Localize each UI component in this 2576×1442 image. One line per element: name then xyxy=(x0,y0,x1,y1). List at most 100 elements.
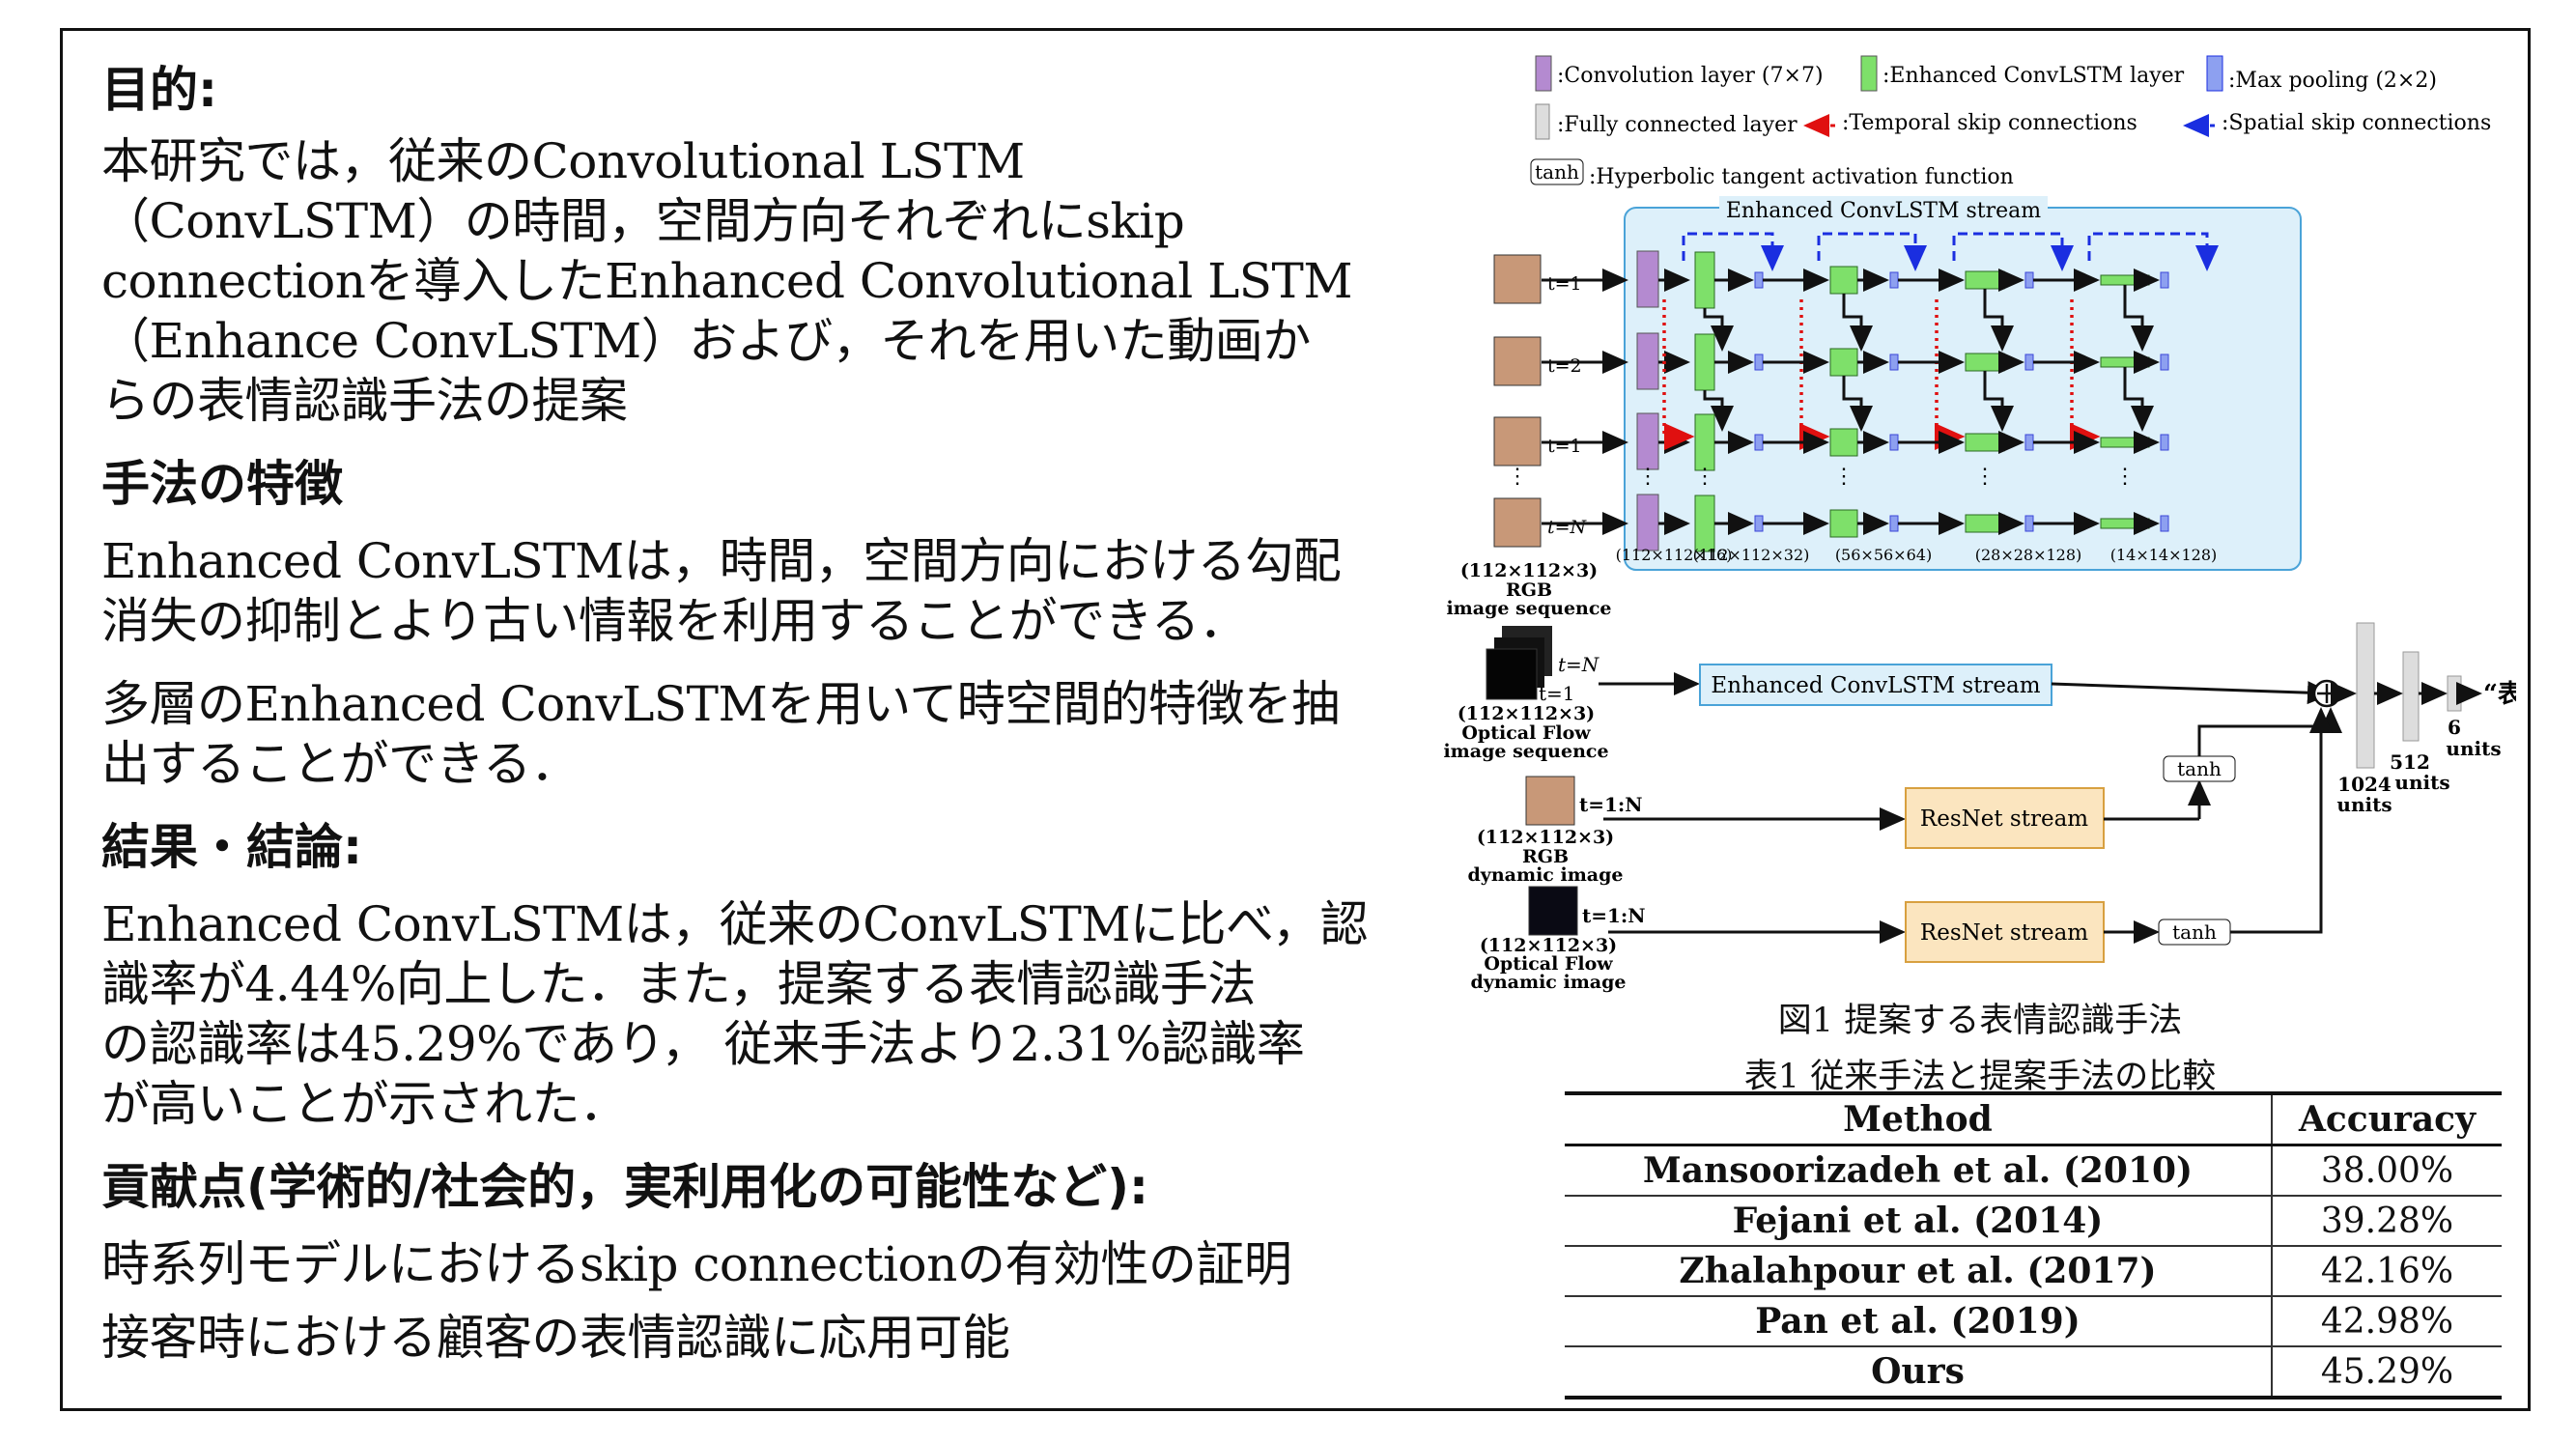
rgb-seq-dims: (112×112×3) xyxy=(1460,560,1598,581)
fc-6 xyxy=(2447,675,2462,712)
method-heading: 手法の特徴 xyxy=(101,456,343,512)
temporal-arrow xyxy=(2123,285,2154,352)
row-method: Fejani et al. (2014) xyxy=(1565,1196,2273,1247)
ellipsis: ⋮ xyxy=(1637,465,1658,489)
dims-label: (112×112×16) xyxy=(1616,546,1733,564)
max-pool xyxy=(1754,271,1764,289)
figure-caption: 図1 提案する表情認識手法 xyxy=(1777,1002,2183,1040)
flow-seq-t-end: t=N xyxy=(1558,653,1600,676)
conv-layer xyxy=(1636,494,1659,551)
architecture-diagram: :Convolution layer (7×7) :Enhanced ConvL… xyxy=(1444,55,2516,993)
temporal-skip-arrow xyxy=(1662,299,1695,450)
enhanced-convlstm-layer xyxy=(1694,495,1715,552)
temporal-arrow xyxy=(1983,371,2014,432)
fc-1024-label: units xyxy=(2336,793,2392,816)
max-pool xyxy=(1754,434,1764,451)
flow-dyn-label: Optical Flow xyxy=(1484,953,1613,975)
slide-frame: 目的: 本研究では，従来のConvolutional LSTM （ConvLST… xyxy=(60,28,2531,1411)
legend: :Convolution layer (7×7) :Enhanced ConvL… xyxy=(1530,55,2491,189)
conv-layer xyxy=(1636,250,1659,308)
table-row: Zhalahpour et al. (2017) 42.16% xyxy=(1565,1246,2502,1297)
resnet-label-2: ResNet stream xyxy=(1920,920,2088,946)
header-accuracy: Accuracy xyxy=(2271,1091,2502,1146)
tanh-label-1: tanh xyxy=(2177,757,2222,780)
result-text: Enhanced ConvLSTMは，従来のConvLSTMに比べ，認 識率が4… xyxy=(101,896,1369,1132)
t-label: t=N xyxy=(1547,517,1588,538)
row-method: Mansoorizadeh et al. (2010) xyxy=(1565,1145,2273,1197)
enhanced-convlstm-layer xyxy=(1965,270,2005,290)
row-method: Zhalahpour et al. (2017) xyxy=(1565,1246,2273,1297)
fc-1024 xyxy=(2356,622,2375,769)
fc-swatch xyxy=(1535,103,1550,140)
flow-seq-label: Optical Flow xyxy=(1461,722,1591,744)
dims-label: (56×56×64) xyxy=(1835,546,1932,564)
row-accuracy: 42.16% xyxy=(2271,1246,2502,1297)
max-pool xyxy=(1889,515,1899,532)
fc-1024-num: 1024 xyxy=(2337,773,2392,796)
max-pool xyxy=(1889,271,1899,289)
table-header-row: Method Accuracy xyxy=(1565,1091,2502,1146)
max-pool xyxy=(2024,515,2034,532)
result-heading: 結果・結論: xyxy=(101,819,362,875)
tanh-2-to-sum-arrow xyxy=(2230,707,2333,934)
row-method: Pan et al. (2019) xyxy=(1565,1296,2273,1347)
dims-label: (112×112×32) xyxy=(1693,546,1810,564)
temporal-arrow xyxy=(1842,376,1873,432)
max-pool xyxy=(2160,271,2169,289)
header-method: Method xyxy=(1565,1091,2273,1146)
ellipsis: ⋮ xyxy=(1974,465,1996,489)
rgb-seq-label: RGB xyxy=(1506,580,1552,601)
stream-panel xyxy=(1624,207,2302,571)
enhanced-convlstm-layer xyxy=(1829,266,1858,295)
tanh-label-2: tanh xyxy=(2172,920,2217,944)
legend-spatial: :Spatial skip connections xyxy=(2222,111,2491,135)
ellipsis: ⋮ xyxy=(1507,465,1528,489)
enhanced-convlstm-layer xyxy=(1694,413,1715,471)
flow-dynamic-image xyxy=(1528,886,1578,936)
rgb-seq-type: image sequence xyxy=(1446,598,1611,619)
resnet-label-1: ResNet stream xyxy=(1920,806,2088,832)
flow-seq-type: image sequence xyxy=(1444,741,1609,762)
fc-512-num: 512 xyxy=(2390,750,2430,774)
row-accuracy: 39.28% xyxy=(2271,1196,2502,1247)
rgb-dynamic-face-image xyxy=(1525,776,1575,826)
tanh-swatch xyxy=(1530,158,1584,185)
table-row: Mansoorizadeh et al. (2010) 38.00% xyxy=(1565,1145,2502,1197)
enhanced-convlstm-layer xyxy=(2100,518,2150,529)
enhanced-convlstm-layer xyxy=(1829,348,1858,377)
enhanced-convlstm-layer xyxy=(2100,437,2150,448)
purpose-text: 本研究では，従来のConvolutional LSTM （ConvLSTM）の時… xyxy=(101,133,1353,429)
enh-stream-box xyxy=(1699,664,2052,706)
legend-pool: :Max pooling (2×2) xyxy=(2228,69,2437,93)
enhanced-convlstm-layer xyxy=(1694,251,1715,309)
max-pool xyxy=(2160,353,2169,371)
t-label: t=1 xyxy=(1547,273,1582,295)
temporal-arrow xyxy=(1703,390,1734,432)
rgb-dyn-dims: (112×112×3) xyxy=(1477,827,1614,848)
rgb-face-frame xyxy=(1493,416,1542,467)
legend-tanh: :Hyperbolic tangent activation function xyxy=(1589,165,2014,189)
dims-label: (14×14×128) xyxy=(2110,546,2218,564)
temporal-arrow xyxy=(1703,308,1734,352)
flow-seq-t-start: t=1 xyxy=(1539,682,1575,705)
spatial-skip-arrow xyxy=(1952,232,2074,271)
table-row: Ours 45.29% xyxy=(1565,1346,2502,1400)
flow-frame-1 xyxy=(1486,648,1538,700)
table-caption: 表1 従来手法と提案手法の比較 xyxy=(1743,1058,2217,1096)
dims-label: (28×28×128) xyxy=(1975,546,2082,564)
fc-6-num: 6 xyxy=(2448,716,2461,739)
max-pool xyxy=(2160,515,2169,532)
flow-dyn-dims: (112×112×3) xyxy=(1480,935,1617,956)
stream-title: Enhanced ConvLSTM stream xyxy=(1726,199,2041,223)
spatial-skip-arrow xyxy=(1682,232,1784,271)
fc-512-label: units xyxy=(2394,771,2449,794)
legend-enh: :Enhanced ConvLSTM layer xyxy=(1882,64,2185,88)
enhanced-convlstm-layer xyxy=(1829,509,1858,538)
row-accuracy: 38.00% xyxy=(2271,1145,2502,1197)
row-accuracy: 42.98% xyxy=(2271,1296,2502,1347)
contrib-text-2: 接客時における顧客の表情認識に応用可能 xyxy=(101,1310,1010,1366)
enhanced-convlstm-layer xyxy=(1694,333,1715,391)
ellipsis: ⋮ xyxy=(1694,465,1715,489)
text-column: 目的: 本研究では，従来のConvolutional LSTM （ConvLST… xyxy=(101,60,1454,1381)
pool-swatch xyxy=(2206,55,2223,92)
